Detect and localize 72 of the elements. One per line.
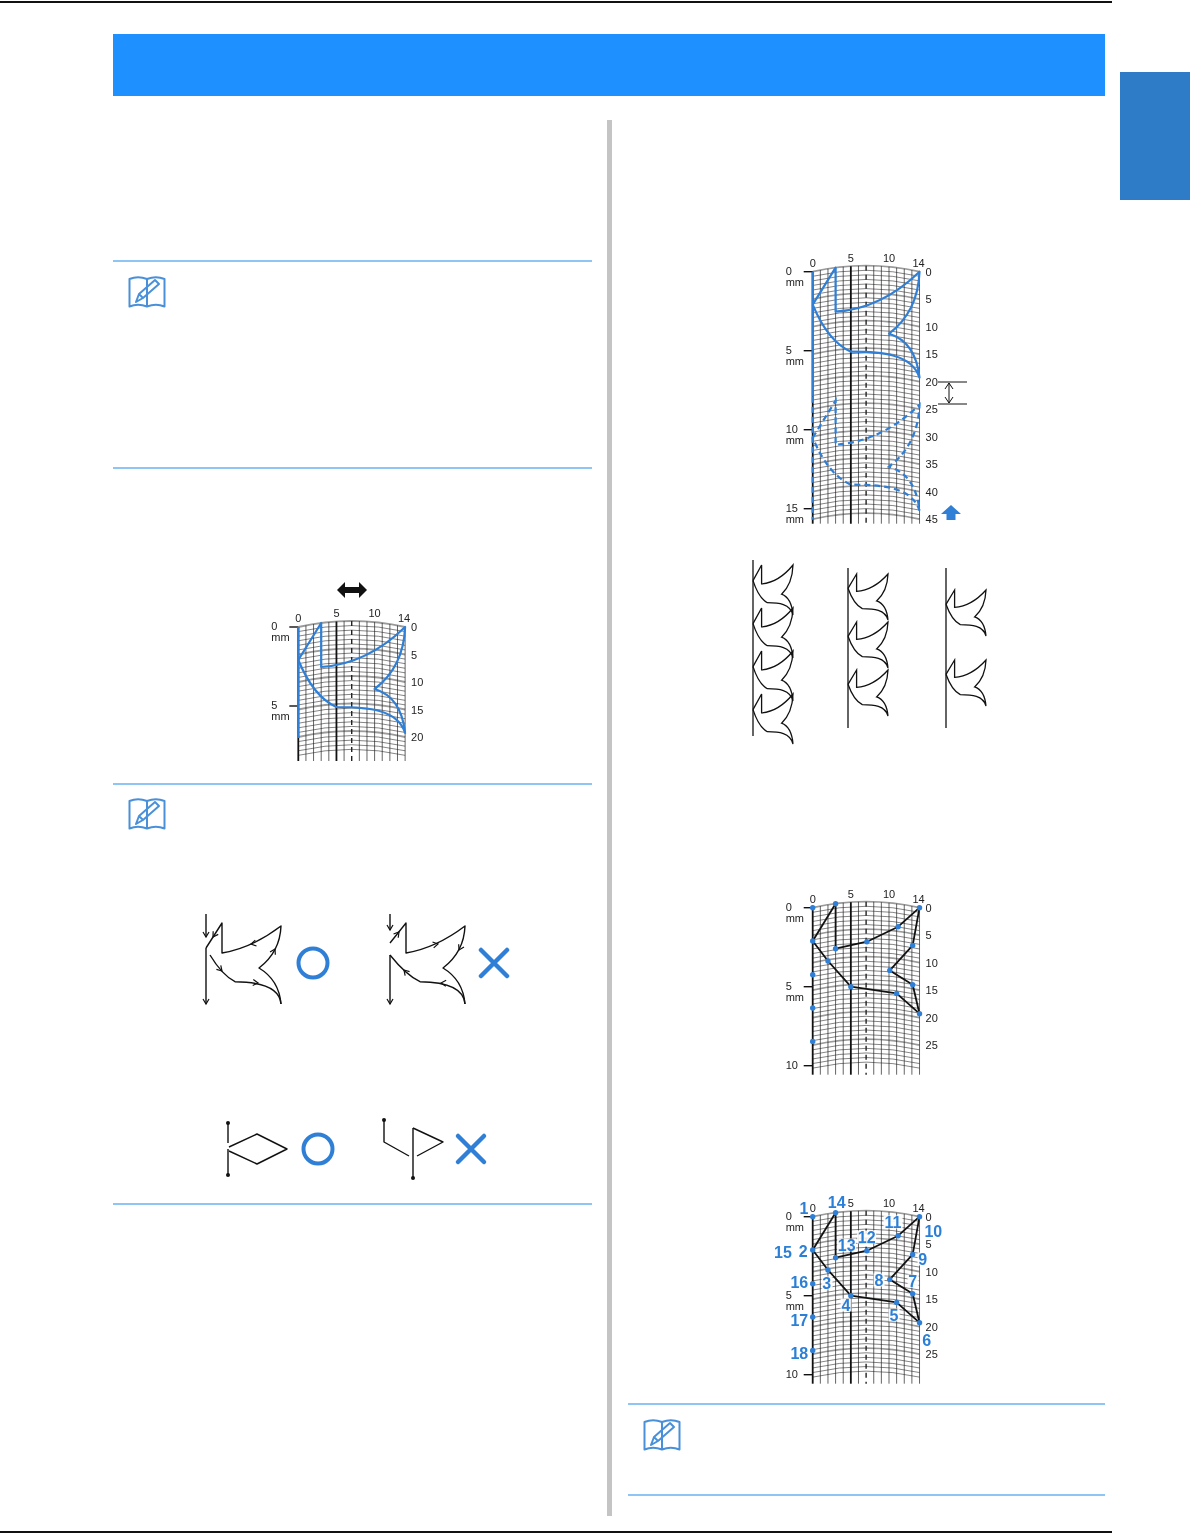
scale-number: 20 [411,732,424,742]
scale-number: 0 [295,613,302,623]
callout-number: 10 [923,1224,944,1238]
scale-number: 45 [925,514,938,525]
scale-number: 5 [847,888,854,899]
scale-number: 25 [925,1040,938,1051]
scale-label: 10 [785,1368,798,1380]
scale-number: 10 [925,957,938,968]
callout-number: 7 [907,1274,919,1288]
scale-number: 0 [809,1202,816,1213]
scale-number: 10 [925,321,938,332]
callout-number: 14 [826,1195,847,1209]
callout-number: 17 [789,1313,810,1327]
callout-number: 1 [798,1201,810,1215]
scale-label: 15 mm [785,502,804,525]
callout-number: 3 [821,1276,833,1290]
scale-number: 5 [847,1197,854,1208]
scale-label: 0 mm [271,621,290,643]
callout-number: 16 [789,1275,810,1289]
callout-number: 11 [883,1215,903,1229]
scale-number: 14 [912,257,925,268]
scale-number: 0 [809,257,816,268]
scale-number: 14 [912,893,925,904]
scale-number: 14 [398,613,411,623]
scale-number: 35 [925,459,938,470]
side-tab [1120,72,1190,200]
callout-number: 6 [921,1333,933,1347]
scale-number: 10 [882,1197,896,1208]
scale-number: 25 [925,404,938,415]
scale-label: 5 mm [785,1289,804,1312]
scale-number: 5 [847,252,854,263]
scale-number: 20 [925,376,938,387]
callout-number: 15 [773,1245,793,1259]
scale-label: 5 mm [785,980,804,1003]
scale-number: 0 [809,893,816,904]
scale-number: 15 [925,985,938,996]
scale-number: 0 [925,266,932,277]
scale-number: 5 [411,649,418,660]
callout-number: 8 [873,1273,885,1287]
scale-number: 10 [368,608,381,618]
scale-number: 5 [925,1239,932,1250]
scale-label: 0 mm [785,265,804,288]
scale-number: 5 [925,930,932,941]
scale-number: 30 [925,431,938,442]
scale-number: 5 [333,608,340,618]
scale-number: 10 [882,888,896,899]
scale-label: 5 mm [271,700,290,722]
scale-number: 0 [925,902,932,913]
scale-number: 15 [411,704,424,715]
scale-number: 0 [925,1211,932,1222]
scale-number: 10 [411,677,424,687]
scale-number: 10 [925,1266,938,1277]
scale-number: 5 [925,294,932,305]
callout-number: 18 [789,1346,810,1360]
scale-number: 14 [912,1202,925,1213]
callout-number: 12 [856,1230,877,1244]
scale-label: 5 mm [785,344,804,367]
scale-number: 20 [925,1012,938,1023]
scale-number: 20 [925,1321,938,1332]
scale-label: 10 mm [785,423,804,446]
scale-label: 0 mm [785,901,804,924]
scale-label: 10 [785,1059,798,1071]
scale-number: 15 [925,1294,938,1305]
callout-number: 2 [797,1244,809,1258]
scale-number: 40 [925,486,938,497]
callout-number: 5 [888,1308,900,1322]
scale-number: 15 [925,349,938,360]
callout-number: 9 [917,1252,929,1266]
scale-number: 0 [411,622,418,632]
callout-number: 4 [840,1298,852,1312]
scale-number: 10 [882,252,896,263]
scale-number: 25 [925,1349,938,1360]
